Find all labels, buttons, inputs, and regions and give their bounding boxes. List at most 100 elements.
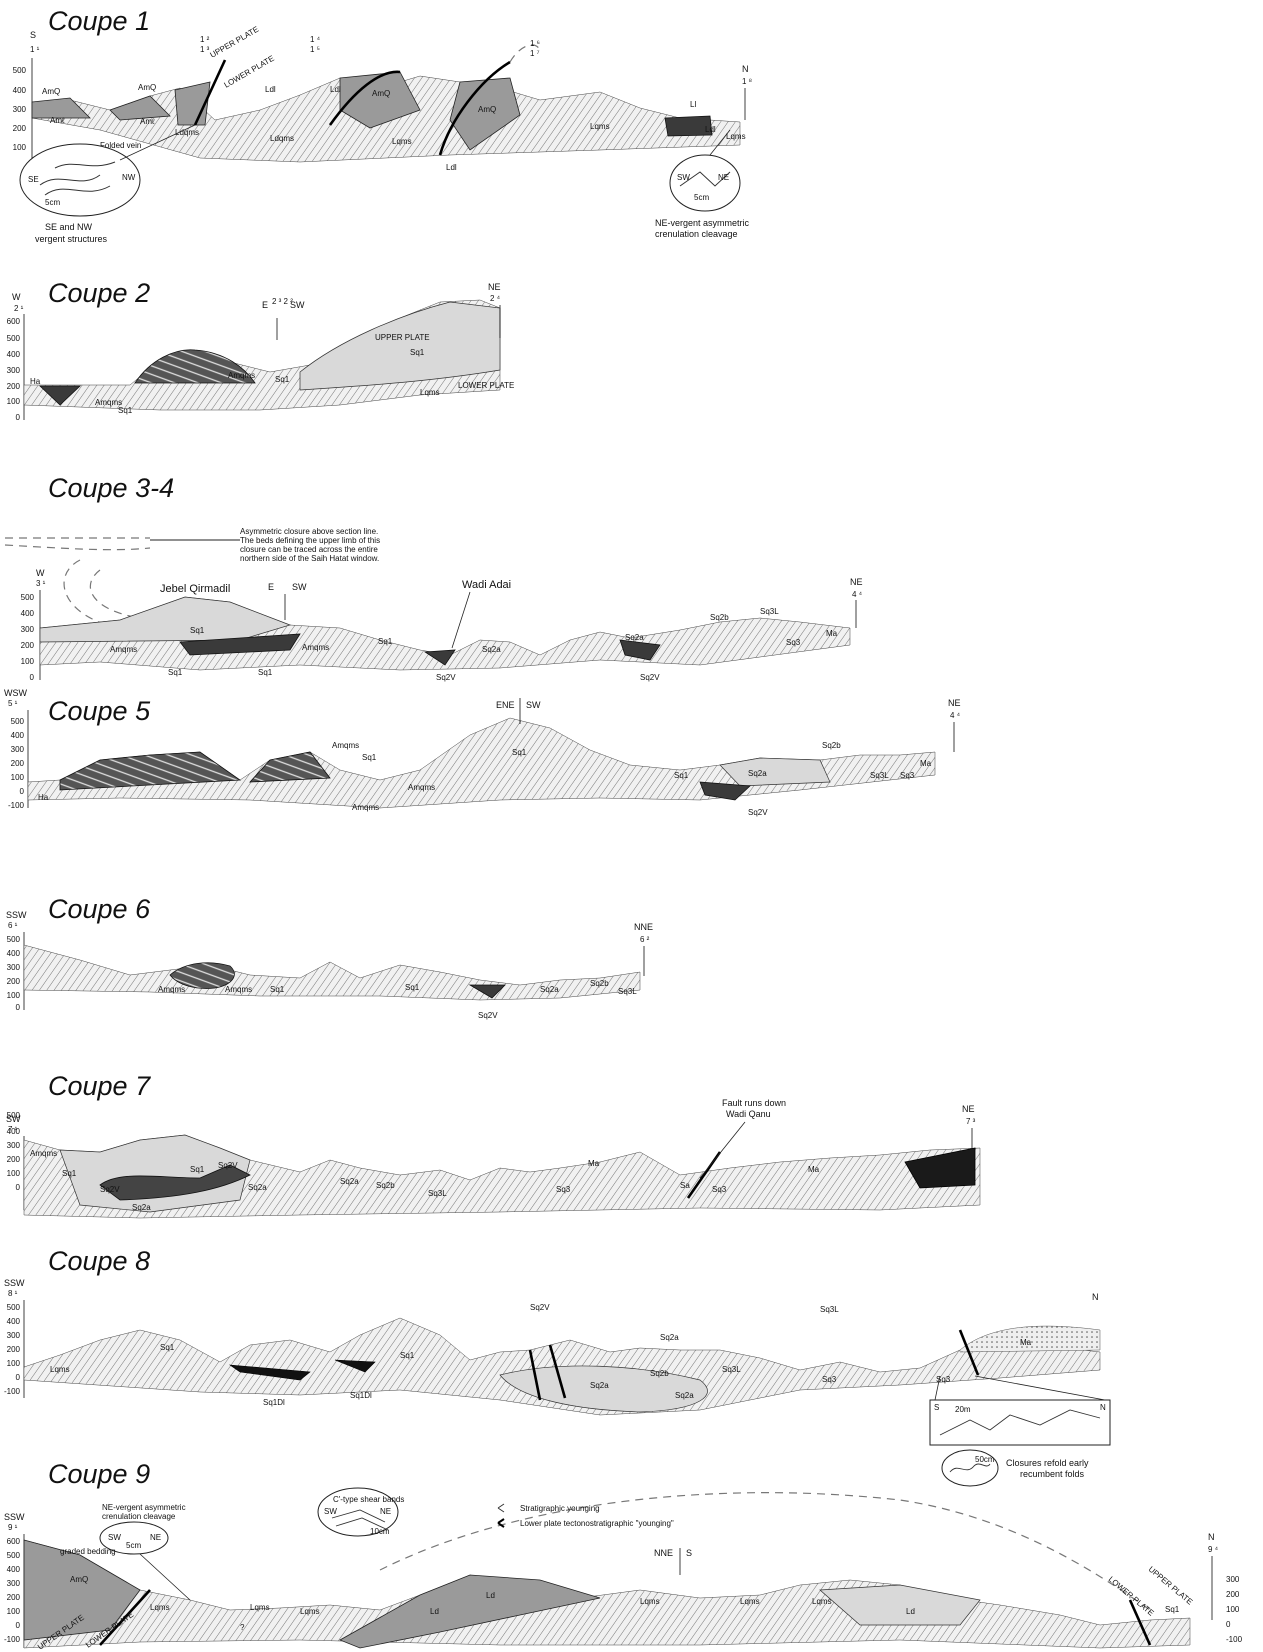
unit-fold-core — [169, 962, 235, 989]
unit-label: Sq2b — [650, 1369, 669, 1378]
end-direction-right: NNE — [634, 922, 653, 932]
end-marker-left: 9 ¹ — [8, 1523, 18, 1532]
unit-label: Amqms — [352, 803, 379, 812]
unit-amq-body — [31, 97, 91, 119]
unit-sq2a-body — [499, 1365, 708, 1413]
leader-line — [934, 1375, 941, 1401]
unit-ha-body — [38, 385, 82, 406]
leader-line — [119, 124, 196, 161]
inset-caption: NE-vergent asymmetric — [102, 1503, 186, 1512]
lower-plate-younging-symbol — [497, 1518, 505, 1528]
unit-striped-body — [59, 751, 242, 791]
unit-label: Sq2a — [660, 1333, 679, 1342]
fault-note: Wadi Qanu — [726, 1109, 771, 1119]
inset-ellipse — [317, 1487, 399, 1537]
tick-label: 600 — [7, 1537, 21, 1546]
tick-label: -100 — [8, 801, 25, 810]
place-label: Wadi Adai — [462, 579, 511, 591]
unit-label: Sq3L — [820, 1305, 839, 1314]
tick-label: 100 — [7, 1607, 21, 1616]
tick-label: 300 — [7, 1331, 21, 1340]
unit-li-body — [664, 115, 713, 137]
elevation-ticks: 500 400 300 200 100 0 -100 — [8, 717, 25, 810]
direction-label: N — [1100, 1403, 1106, 1412]
unit-sq2v-body — [99, 1164, 251, 1201]
unit-label: Amqms — [228, 371, 255, 380]
unit-label: Sq2a — [625, 633, 644, 642]
direction-label: SW — [108, 1533, 121, 1542]
tick-label: 400 — [13, 86, 27, 95]
unit-label: Ma — [920, 759, 932, 768]
section-coupe-9: Coupe 9 SSW 9 ¹ 600 500 400 300 200 100 … — [4, 1459, 1243, 1652]
section-title: Coupe 3-4 — [48, 473, 174, 503]
tick-label: 600 — [7, 317, 21, 326]
unit-label: AmQ — [478, 105, 496, 114]
note-line: northern side of the Saih Hatat window. — [240, 554, 379, 563]
end-marker-right: 6 ² — [640, 935, 650, 944]
end-direction-left: SSW — [6, 910, 27, 920]
unit-label: Sq2a — [482, 645, 501, 654]
unit-label: Amqms — [332, 741, 359, 750]
unit-label: Sq3 — [900, 771, 915, 780]
unit-label: Sq3L — [618, 987, 637, 996]
elevation-ticks: 500 400 300 200 100 0 — [7, 1111, 21, 1192]
fault-line — [528, 1349, 542, 1401]
unit-label: Sq1 — [378, 637, 393, 646]
section-title: Coupe 9 — [48, 1459, 150, 1489]
direction-label: NE — [718, 173, 729, 182]
tick-label: 300 — [21, 625, 35, 634]
section-coupe-5: Coupe 5 WSW 5 ¹ 500 400 300 200 100 0 -1… — [4, 688, 961, 817]
thrust-fault — [193, 59, 227, 126]
unit-label: Lqms — [392, 137, 412, 146]
unit-label: Lqms — [250, 1603, 270, 1612]
tick-label: 0 — [30, 673, 35, 682]
unit-label: Sq1 — [270, 985, 285, 994]
tick-label: 0 — [20, 787, 25, 796]
tick-label: 100 — [21, 657, 35, 666]
tick-label: 400 — [7, 1317, 21, 1326]
unit-label: Lqms — [740, 1597, 760, 1606]
tick-label: 100 — [11, 773, 25, 782]
tick-label: 100 — [7, 1169, 21, 1178]
unit-label: Ma — [826, 629, 838, 638]
elevation-ticks: 500 400 300 200 100 0 — [7, 935, 21, 1012]
tick-label: 200 — [13, 124, 27, 133]
unit-label: Sq1 — [400, 1351, 415, 1360]
end-marker-right: 1 ⁸ — [742, 77, 752, 86]
fault-note: Fault runs down — [722, 1098, 786, 1108]
inset-ellipse — [99, 1521, 169, 1555]
unit-label: Amqms — [30, 1149, 57, 1158]
unit-label: Sq1 — [190, 1165, 205, 1174]
unit-label: Ldqms — [270, 134, 294, 143]
unit-label: Lqms — [812, 1597, 832, 1606]
tick-label: 300 — [7, 963, 21, 972]
legend-text: Stratigraphic younging — [520, 1504, 600, 1513]
tick-label: 500 — [7, 334, 21, 343]
unit-label: Sq2V — [218, 1161, 238, 1170]
tick-label: 300 — [13, 105, 27, 114]
end-direction-left: WSW — [4, 688, 27, 698]
plate-label-upper: UPPER PLATE — [1147, 1565, 1195, 1607]
marker-label: 1 ⁵ — [310, 45, 320, 54]
inset-caption: crenulation cleavage — [655, 229, 738, 239]
marker-label: 1 ⁴ — [310, 35, 321, 44]
mid-direction: SW — [290, 300, 305, 310]
tick-label: 500 — [7, 935, 21, 944]
unit-label: Amqms — [95, 398, 122, 407]
unit-label: Sq2a — [675, 1391, 694, 1400]
unit-label: Sq2b — [590, 979, 609, 988]
end-direction-left: S — [30, 30, 36, 40]
unit-amq-body — [449, 77, 521, 151]
unit-label: Sq2b — [376, 1181, 395, 1190]
tick-label: 400 — [7, 1565, 21, 1574]
unit-sq1-body — [299, 301, 501, 391]
end-direction-left: W — [36, 568, 45, 578]
unit-label: Sq1 — [512, 748, 527, 757]
tick-label: 300 — [7, 366, 21, 375]
tick-label: 0 — [16, 413, 21, 422]
closure-sketch — [949, 1463, 991, 1473]
mid-direction: SW — [526, 700, 541, 710]
fold-sketch — [939, 1409, 1101, 1436]
tick-label: 400 — [11, 731, 25, 740]
unit-label: Ma — [588, 1159, 600, 1168]
